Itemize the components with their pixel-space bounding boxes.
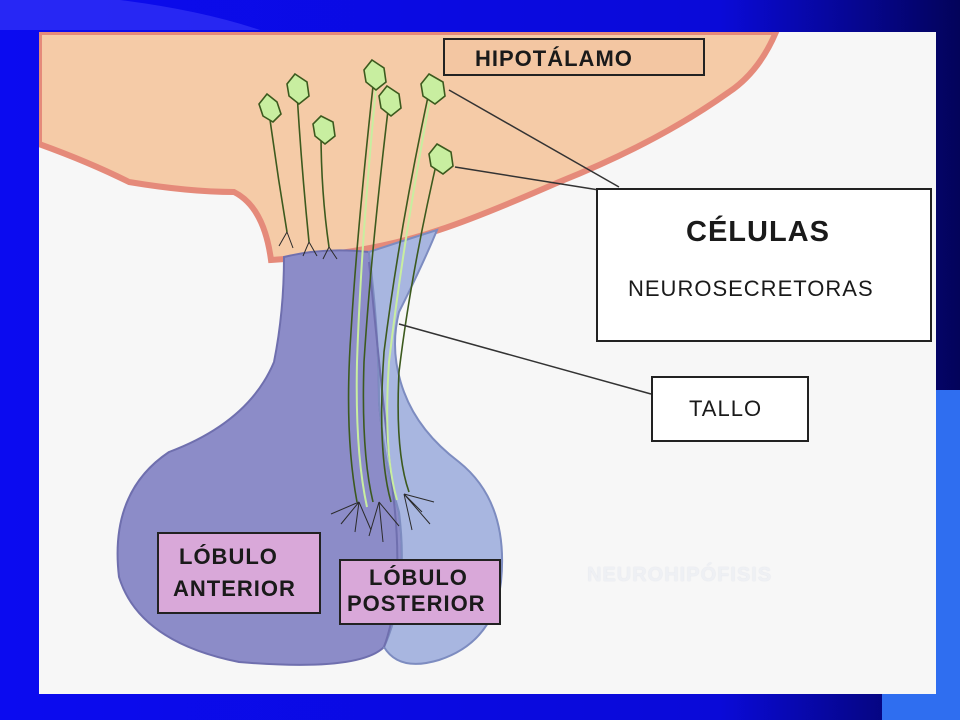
posterior-lobe-line1: LÓBULO [369, 565, 468, 590]
pituitary-figure: HIPOTÁLAMO CÉLULAS NEUROSECRETORAS TALLO… [39, 32, 936, 694]
cells-title: CÉLULAS [686, 216, 830, 248]
hypothalamus-label: HIPOTÁLAMO [443, 38, 705, 76]
neuron-cell [286, 72, 310, 106]
neuron-cell [363, 58, 387, 92]
neurosecretory-cells-label: CÉLULAS NEUROSECRETORAS [596, 188, 932, 342]
hypothalamus-shape [39, 32, 780, 264]
swoosh-decoration [0, 0, 260, 30]
leader-lines [398, 89, 652, 395]
faint-overlay-text: NEUROHIPÓFISIS [587, 564, 773, 586]
anterior-lobe-label: LÓBULO ANTERIOR [157, 532, 321, 614]
stalk-label: TALLO [651, 376, 809, 442]
neuron-cell [428, 142, 454, 175]
cells-subtitle: NEUROSECRETORAS [628, 276, 874, 301]
neuron-cell [378, 84, 402, 118]
anterior-lobe-line1: LÓBULO [179, 544, 278, 569]
neuron-cell [258, 92, 282, 124]
anterior-lobe-line2: ANTERIOR [173, 576, 296, 601]
posterior-lobe-line2: POSTERIOR [347, 591, 486, 616]
neuron-axons [268, 76, 440, 508]
neuron-cell-bodies [258, 58, 454, 175]
posterior-lobe-label: LÓBULO POSTERIOR [339, 559, 501, 625]
axon-terminals [278, 231, 435, 543]
neuron-cell [420, 72, 446, 105]
neuron-cell [312, 115, 336, 146]
